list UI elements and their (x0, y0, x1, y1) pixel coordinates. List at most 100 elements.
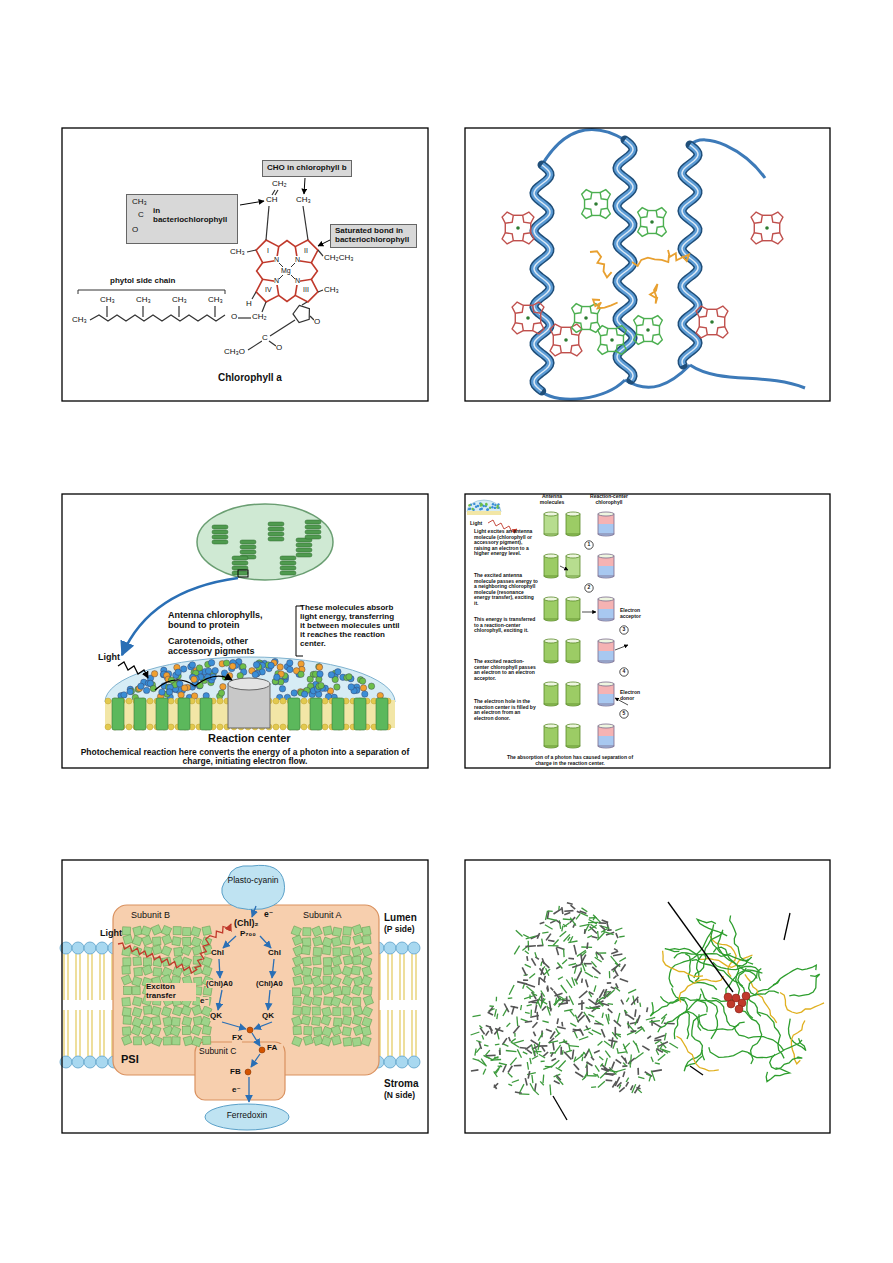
pigment-molecule (268, 662, 274, 668)
pigment-cylinder (544, 599, 558, 619)
porphyrin-bridge (523, 330, 532, 331)
chlorophyll-square (171, 1017, 180, 1026)
lipid-tail (403, 1010, 404, 1056)
chlorophyll-square (292, 1036, 302, 1046)
chlorophyll-square (302, 946, 311, 955)
pigment-molecule (230, 663, 236, 669)
protein-clutter (509, 985, 514, 995)
chlorophyll-square (362, 1017, 372, 1027)
protein-clutter (547, 987, 548, 992)
chlorophyll-square (202, 926, 211, 935)
protein-clutter (507, 1023, 511, 1027)
chlorophyll-square (361, 975, 371, 985)
chlorophyll-square (342, 946, 351, 955)
callout-number: 3 (621, 627, 627, 633)
chlorophyll-square (122, 927, 130, 935)
protein-clutter (532, 1045, 535, 1055)
protein-clutter (566, 996, 568, 1003)
protein-clutter (545, 925, 553, 930)
step-text: The excited antenna molecule passes ener… (474, 573, 538, 607)
node-text: C (138, 211, 144, 220)
chem-label: CH₃ (324, 286, 339, 295)
pigment-network (663, 951, 703, 977)
granum-stack (280, 556, 296, 560)
chlorophyll-square (202, 966, 212, 976)
chlorophyll-square (331, 1025, 341, 1035)
magnesium-atom (526, 316, 530, 320)
protein-clutter (592, 1030, 601, 1035)
chem-label: O (231, 313, 237, 322)
pigment-molecule (191, 676, 197, 682)
pigment-cylinder (544, 726, 558, 746)
protein-clutter (532, 958, 536, 965)
chlorophyll-square (343, 1037, 352, 1046)
protein-clutter (489, 1007, 493, 1012)
granum-stack (280, 566, 296, 570)
chem-label: N (274, 256, 279, 264)
cofactor-label: (Chl)A0 (256, 980, 283, 988)
protein-clutter (555, 1045, 561, 1053)
pigment-molecule (359, 678, 365, 684)
protein-clutter (557, 1027, 566, 1029)
chlorophyll-square (352, 985, 362, 995)
protein-clutter (609, 971, 611, 978)
chem-label: N (274, 277, 279, 285)
protein-clutter (523, 984, 525, 989)
chlorophyll-square (361, 1036, 371, 1046)
carotenoid (650, 284, 658, 304)
step-circle (620, 710, 628, 718)
pigment-molecule (287, 666, 293, 672)
electron-label: e⁻ (264, 910, 273, 920)
porphyrin-bridge (574, 314, 575, 322)
cofactor-label: (Chl)A0 (206, 980, 233, 988)
protein-clutter (536, 1012, 538, 1020)
protein-clutter (580, 911, 587, 913)
protein-clutter (586, 1008, 590, 1009)
porphyrin-ring (502, 212, 513, 223)
protein-clutter (658, 1042, 668, 1047)
bond-line (275, 190, 278, 195)
protein-clutter (540, 1081, 544, 1085)
pigment-molecule (307, 676, 313, 682)
protein-clutter (655, 1035, 665, 1038)
protein-clutter (638, 1089, 642, 1093)
granum-stack (232, 556, 248, 560)
protein-clutter (535, 1083, 536, 1091)
protein-clutter (606, 1074, 614, 1076)
chlorophyll-square (352, 1037, 361, 1046)
protein-clutter (503, 1044, 508, 1046)
porphyrin-ring (523, 212, 534, 223)
pigment-network (697, 919, 727, 936)
protein-clutter (619, 936, 625, 938)
protein-clutter (564, 934, 570, 941)
subunit-c (195, 1042, 285, 1100)
protein-clutter (605, 1051, 610, 1058)
chlorophyll-square (301, 1015, 311, 1025)
energy-transfer (155, 676, 232, 690)
porphyrin-bridge (553, 335, 554, 344)
pigment-molecule (274, 674, 280, 680)
protein-shape: Plasto-cyanin (222, 866, 288, 910)
chlorophyll-square (292, 935, 302, 945)
granum-stack (305, 535, 321, 539)
porphyrin-ring (652, 334, 662, 344)
porphyrin-ring (751, 212, 762, 223)
chlorophyll-square (331, 1035, 341, 1045)
protein-clutter (486, 1026, 490, 1027)
protein-clutter (564, 1039, 567, 1042)
methyl-branch (106, 306, 107, 317)
chem-label: CH (266, 196, 278, 205)
protein-clutter (596, 952, 599, 955)
porphyrin-ring (656, 226, 666, 236)
porphyrin-ring (638, 208, 648, 218)
protein-clutter (599, 1057, 603, 1060)
protein-clutter (649, 1076, 651, 1082)
pigment-molecule (479, 502, 481, 504)
lipid-head (280, 724, 286, 730)
methine-bridge (311, 263, 317, 280)
porphyrin-ring (616, 344, 626, 354)
protein-clutter (642, 1046, 649, 1050)
chlorophyll-square (321, 1036, 331, 1046)
pigment-molecule (317, 671, 323, 677)
